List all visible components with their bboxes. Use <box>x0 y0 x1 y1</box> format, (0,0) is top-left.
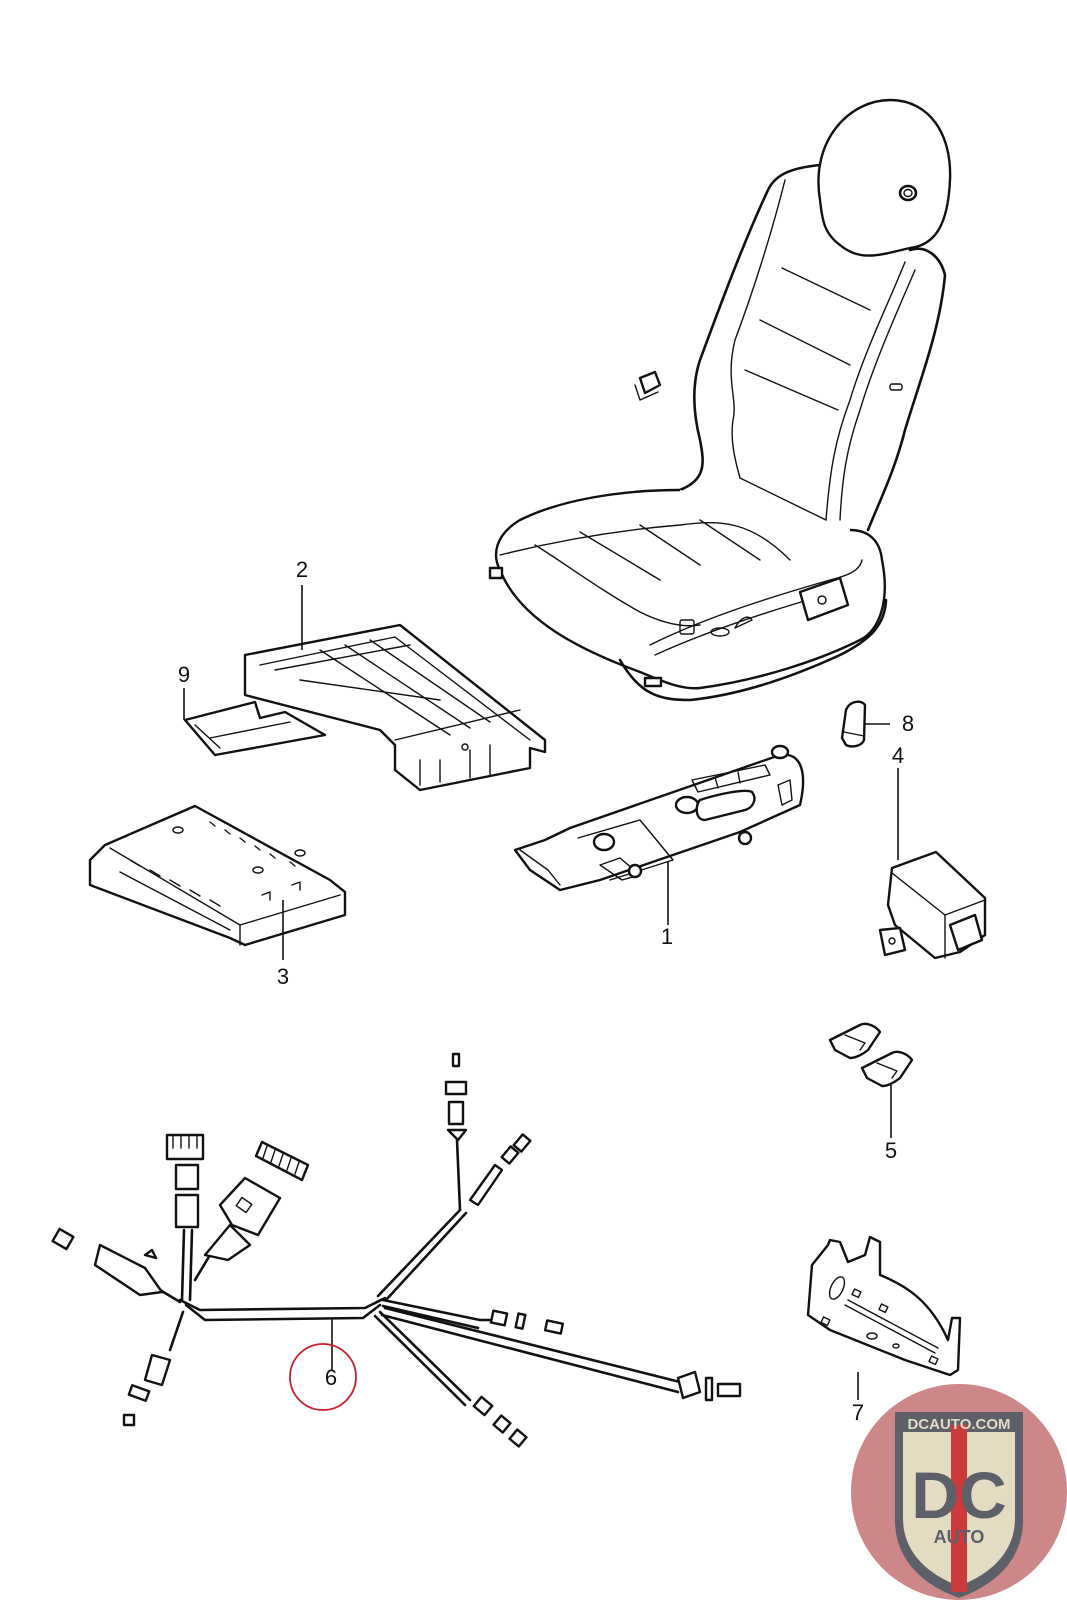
part-1-seat-switch <box>513 744 805 892</box>
seat-illustration <box>488 98 952 702</box>
callout-5[interactable]: 5 <box>885 1138 897 1163</box>
part-2-module-bracket <box>243 623 547 792</box>
callout-6[interactable]: 6 <box>325 1365 337 1390</box>
callout-8[interactable]: 8 <box>902 711 914 736</box>
callout-9[interactable]: 9 <box>178 662 190 687</box>
watermark-logo: DCAUTO.COM DC AUTO <box>851 1384 1067 1600</box>
part-9-module-cover <box>183 700 327 757</box>
part-6-wiring-harness <box>51 1052 742 1448</box>
callout-2[interactable]: 2 <box>296 557 308 582</box>
logo-stripe <box>951 1425 967 1592</box>
highlight-circle-6 <box>289 1343 357 1411</box>
logo-monogram: DC <box>911 1458 1006 1532</box>
part-8-switch-knob <box>840 700 867 748</box>
callout-7[interactable]: 7 <box>852 1400 864 1425</box>
logo-site-text: DCAUTO.COM <box>907 1416 1010 1433</box>
callout-4[interactable]: 4 <box>892 743 904 768</box>
logo-subtitle: AUTO <box>934 1527 985 1547</box>
part-4-relay-unit <box>878 850 987 960</box>
part-5-cable-clips <box>828 1022 914 1088</box>
part-7-mounting-bracket <box>806 1235 962 1377</box>
part-3-seat-control-module <box>88 804 347 947</box>
callout-3[interactable]: 3 <box>277 964 289 989</box>
callout-1[interactable]: 1 <box>661 924 673 949</box>
